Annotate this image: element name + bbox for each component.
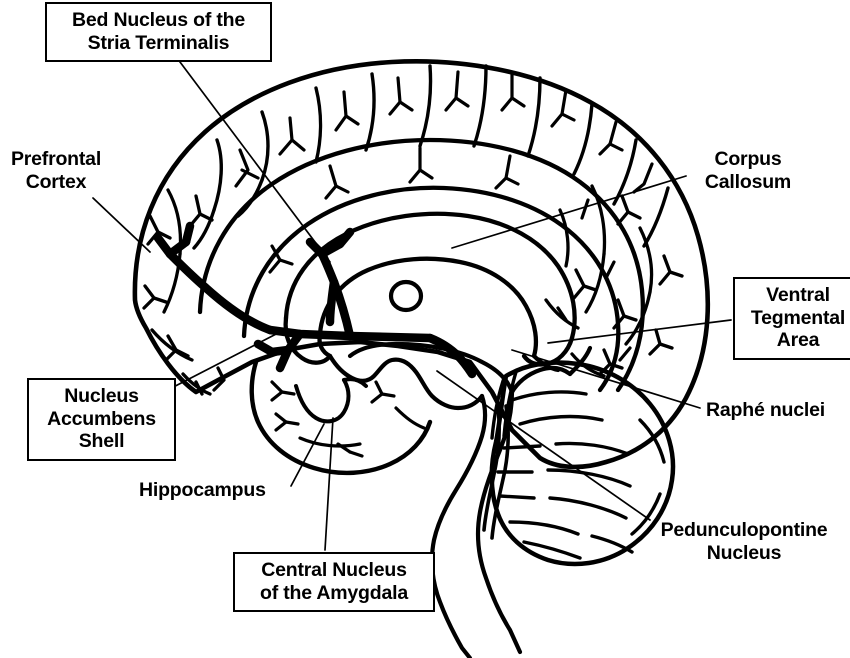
- leader-hippocampus-line: [290, 423, 325, 487]
- hypothalamus-midbrain-outline: [327, 353, 523, 658]
- temporal-lobe-sulci: [270, 380, 426, 458]
- occipital-parietal-sulci: [544, 184, 684, 378]
- leader-central-amygdala-line: [324, 417, 334, 551]
- label-corpus-callosum: Corpus Callosum: [704, 148, 792, 193]
- temporal-lobe-outline: [249, 359, 433, 476]
- pathway-main-trunk: [265, 325, 435, 343]
- leader-ventral-tegmental-line: [547, 319, 732, 344]
- label-ventral-tegmental-area: Ventral Tegmental Area: [733, 277, 850, 360]
- pathway-to-frontal: [165, 249, 275, 335]
- cerebellum-folia: [496, 390, 666, 560]
- leader-raphe-line: [511, 349, 701, 409]
- pathway-to-vta: [425, 333, 477, 379]
- label-raphe-nuclei: Raphé nuclei: [706, 399, 825, 421]
- fourth-ventricle: [490, 370, 518, 440]
- neural-pathways: [153, 221, 477, 379]
- leader-prefrontal-line: [92, 197, 151, 253]
- cortical-branch-sulci-superior: [234, 70, 654, 194]
- label-central-nucleus-of-the-amygdala: Central Nucleus of the Amygdala: [233, 552, 435, 613]
- label-pedunculopontine-nucleus: Pedunculopontine Nucleus: [660, 519, 828, 564]
- leader-corpus-callosum-line: [451, 175, 687, 249]
- label-hippocampus: Hippocampus: [139, 479, 266, 501]
- leader-nucleus-accumbens-line: [155, 330, 283, 397]
- cingulate-gyrus: [197, 137, 645, 393]
- label-nucleus-accumbens-shell: Nucleus Accumbens Shell: [27, 378, 176, 461]
- pathway-terminal-bnst-c: [335, 227, 355, 249]
- label-prefrontal-cortex: Prefrontal Cortex: [10, 148, 102, 193]
- cerebral-cortex-outline: [132, 59, 711, 470]
- cortex-outline-group: [132, 59, 711, 470]
- pathway-terminal-accumbens-b: [253, 339, 277, 357]
- hippocampus-structure: [294, 377, 368, 424]
- massa-intermedia-oval: [388, 279, 424, 313]
- cingulate-sulci: [268, 146, 632, 362]
- pathway-terminal-prefrontal-c: [181, 221, 195, 247]
- pathway-to-amygdala: [325, 277, 339, 327]
- label-bed-nucleus-of-the-stria-terminalis: Bed Nucleus of the Stria Terminalis: [45, 2, 272, 63]
- leader-bed-nucleus-line: [176, 57, 331, 263]
- leader-pedunculopontine-line: [436, 370, 651, 521]
- leader-lines: [92, 57, 732, 551]
